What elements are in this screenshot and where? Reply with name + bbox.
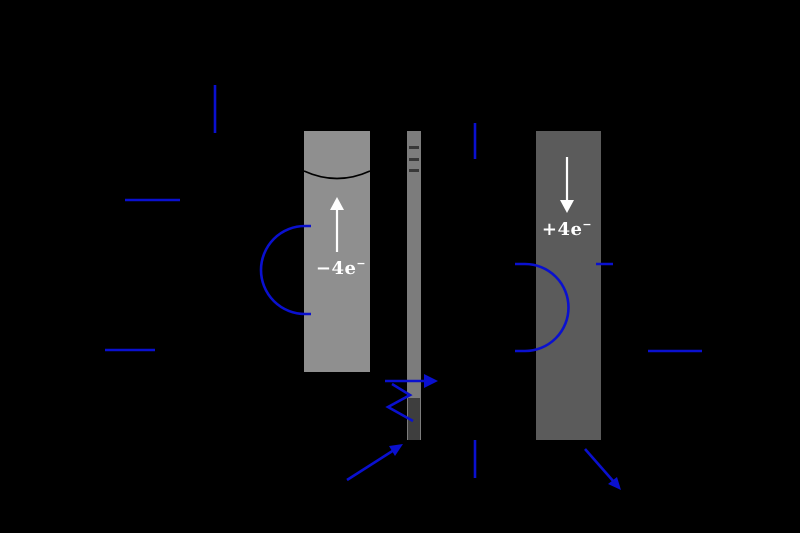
anode-electron-label-main: −4e [315, 258, 357, 279]
anode-electron-label-sup: − [356, 257, 367, 270]
anode-electron-label: −4e− [310, 257, 372, 279]
anode-electron-up-arrowhead-icon [330, 197, 344, 210]
anode-meniscus-curve [303, 170, 371, 180]
membrane-print-mark-bottom [408, 398, 420, 440]
membrane-print-mark-top-2 [409, 158, 419, 161]
cathode-flow-arc [515, 262, 570, 353]
cathode-electron-label-sup: − [582, 218, 593, 231]
cathode-electron-down-arrowhead-icon [560, 200, 574, 213]
bottom-right-diagonal-arrow-shaft [584, 448, 615, 483]
bottom-left-diagonal-arrowhead-icon [389, 444, 403, 456]
cathode-electron-label: +4e− [536, 218, 598, 240]
bottom-right-diagonal-arrowhead-icon [608, 477, 621, 490]
anode-flow-arc [259, 224, 311, 316]
bottom-left-diagonal-arrow-shaft [346, 448, 395, 482]
membrane-print-mark-top-1 [409, 146, 419, 149]
center-zigzag-line [385, 382, 414, 423]
cathode-electrode [536, 131, 601, 440]
electrolyte-membrane [407, 131, 421, 440]
cathode-electron-label-main: +4e [541, 219, 583, 240]
center-right-arrowhead-icon [424, 374, 438, 388]
membrane-print-mark-top-3 [409, 169, 419, 172]
